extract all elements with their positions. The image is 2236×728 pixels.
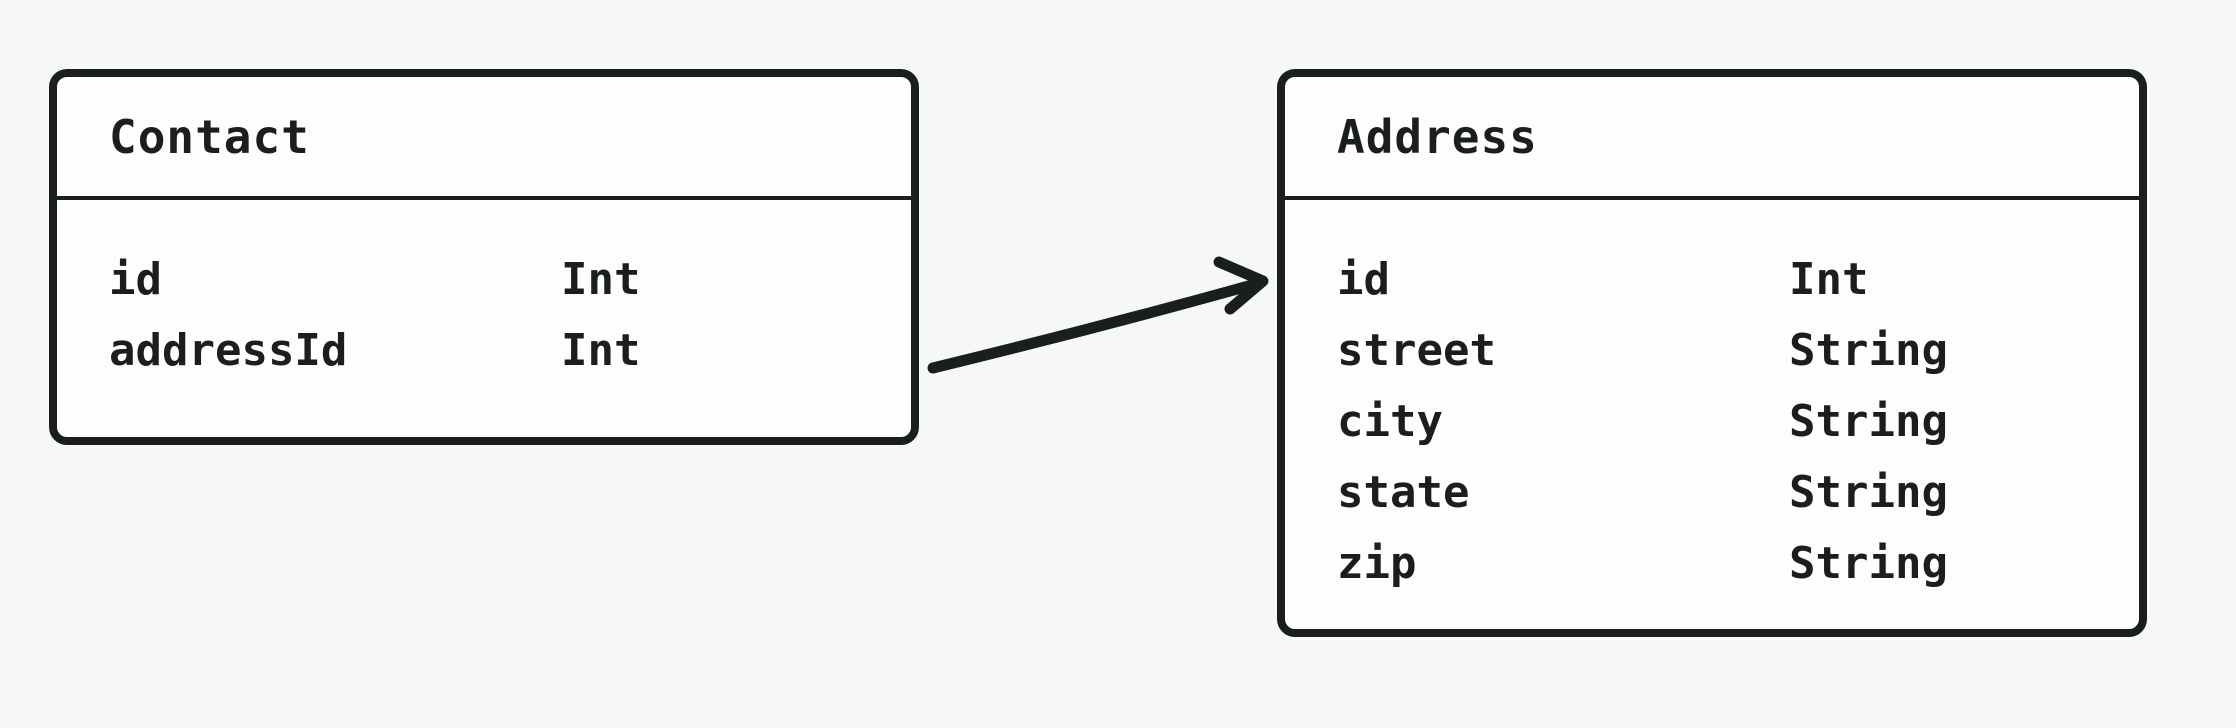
entity-card-contact[interactable]: Contact id Int addressId Int <box>49 69 919 445</box>
field-row: city String <box>1337 386 2139 457</box>
field-row: addressId Int <box>109 315 911 386</box>
field-type: String <box>1789 325 1948 376</box>
field-type: Int <box>1789 254 1869 305</box>
field-name: street <box>1337 325 1496 376</box>
field-name: city <box>1337 396 1443 447</box>
field-row: id Int <box>109 244 911 315</box>
arrow-shaft[interactable] <box>927 279 1258 374</box>
field-row: id Int <box>1337 244 2139 315</box>
entity-fields-address: id Int street String city String state S… <box>1285 200 2139 599</box>
field-row: state String <box>1337 457 2139 528</box>
field-type: Int <box>561 325 641 376</box>
field-name: addressId <box>109 325 348 376</box>
field-type: String <box>1789 467 1948 518</box>
field-type: Int <box>561 254 641 305</box>
entity-title-contact: Contact <box>57 77 911 200</box>
field-name: id <box>109 254 162 305</box>
entity-fields-contact: id Int addressId Int <box>57 200 911 386</box>
field-name: zip <box>1337 538 1417 589</box>
entity-title-address: Address <box>1285 77 2139 200</box>
entity-card-address[interactable]: Address id Int street String city String… <box>1277 69 2147 637</box>
field-type: String <box>1789 538 1948 589</box>
field-name: state <box>1337 467 1470 518</box>
arrow-head-icon <box>1213 256 1269 315</box>
field-row: street String <box>1337 315 2139 386</box>
field-name: id <box>1337 254 1390 305</box>
field-row: zip String <box>1337 528 2139 599</box>
field-type: String <box>1789 396 1948 447</box>
